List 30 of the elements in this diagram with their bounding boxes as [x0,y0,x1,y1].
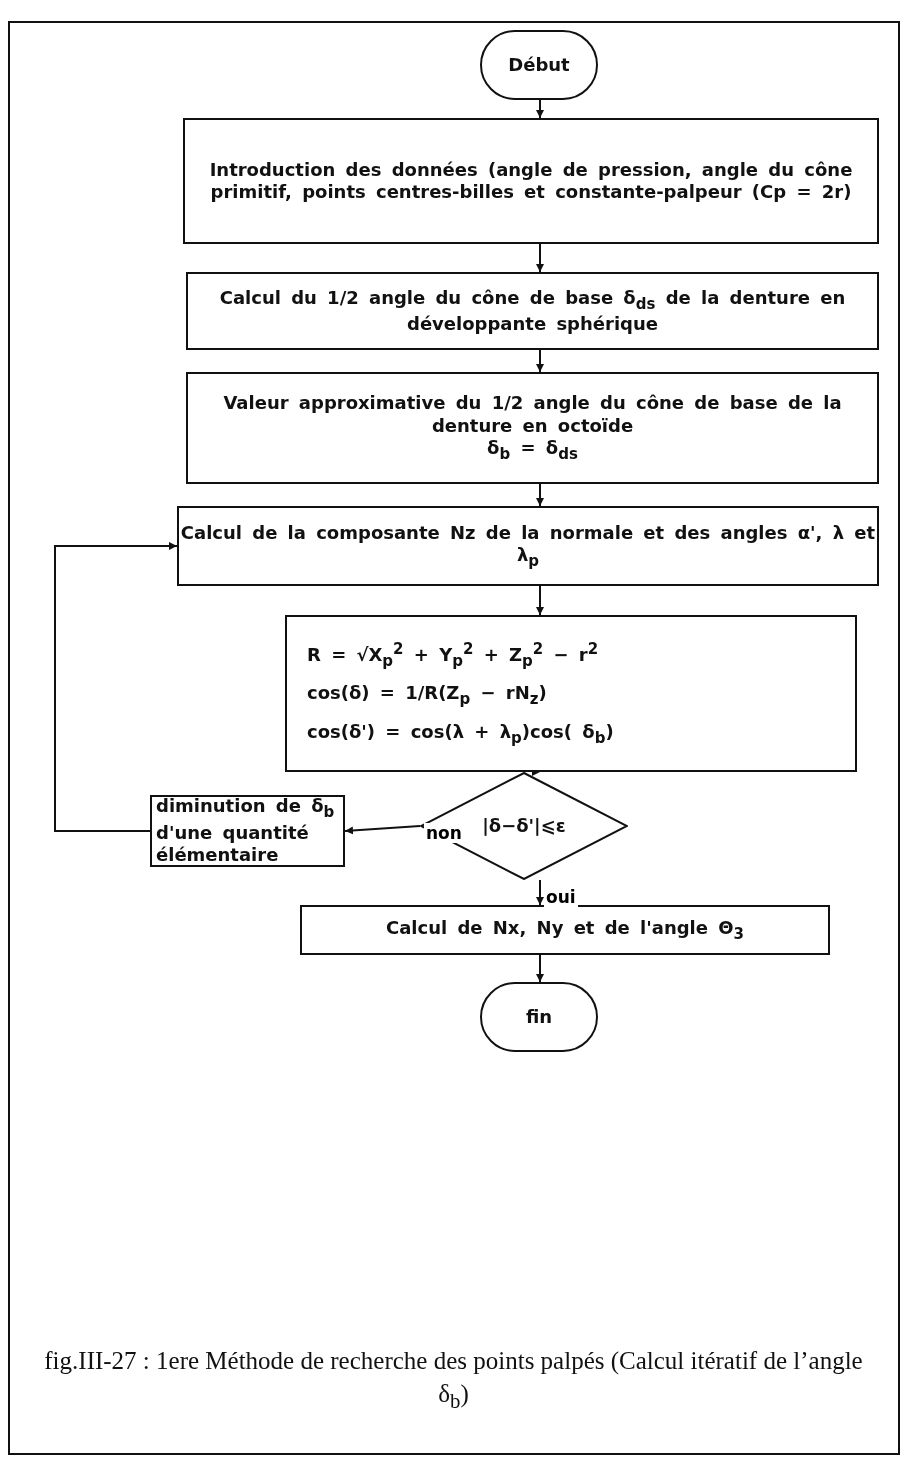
node-text: Calcul de la composante Nz de la normale et des angles α', λ et λ$_{p}$ [179,521,877,571]
formula: cos(δ) = 1/R(Z$_{p}$ − rN$_{z}$) [307,682,547,709]
arrow [536,954,544,983]
process-box [186,272,879,350]
process-box [177,506,879,586]
node-text: Calcul de Nx, Ny et de l'angle Θ$_{3}$ [386,916,744,944]
node-text: δ$_{b}$ = δ$_{ds}$ [487,437,578,464]
process-box [183,118,879,244]
formula: cos(δ') = cos(λ + λ$_{p}$)cos( δ$_{b}$) [307,720,614,747]
process-box [186,372,879,484]
arrow [536,349,544,373]
node-text: Introduction des données (angle de pression, angle du cône primitif, points centres-billes et constante-palpeur (Cp = 2r) [208,158,854,204]
arrow [536,483,544,507]
edge-label: oui [544,886,578,907]
node-text: diminution de δ$_{b}$ d'une quantité élémentaire [156,795,336,867]
node-text: Calcul du 1/2 angle du cône de base δ$_{ds}$ de la denture en développante sphérique [218,286,847,336]
formula: R = √X$_{p}$$^{2}$ + Y$_{p}$$^{2}$ + Z$_{p}$$^{2}$ − r$^{2}$ [307,640,599,671]
arrow [344,825,421,835]
process-box [300,905,830,955]
edge-label: non [424,822,464,843]
node-text: Début [508,53,570,77]
arrow [536,879,544,906]
arrow [532,771,541,776]
arrow [536,243,544,273]
arrow [54,542,178,832]
figure-caption: fig.III-27 : 1ere Méthode de recherche des points palpés (Calcul itératif de l’angle δ$_{b}$) [43,1346,864,1415]
node-text: |δ−δ'|⩽ε [482,814,566,838]
arrow [536,585,544,616]
node-text: fin [525,1005,553,1029]
arrow [536,99,544,119]
